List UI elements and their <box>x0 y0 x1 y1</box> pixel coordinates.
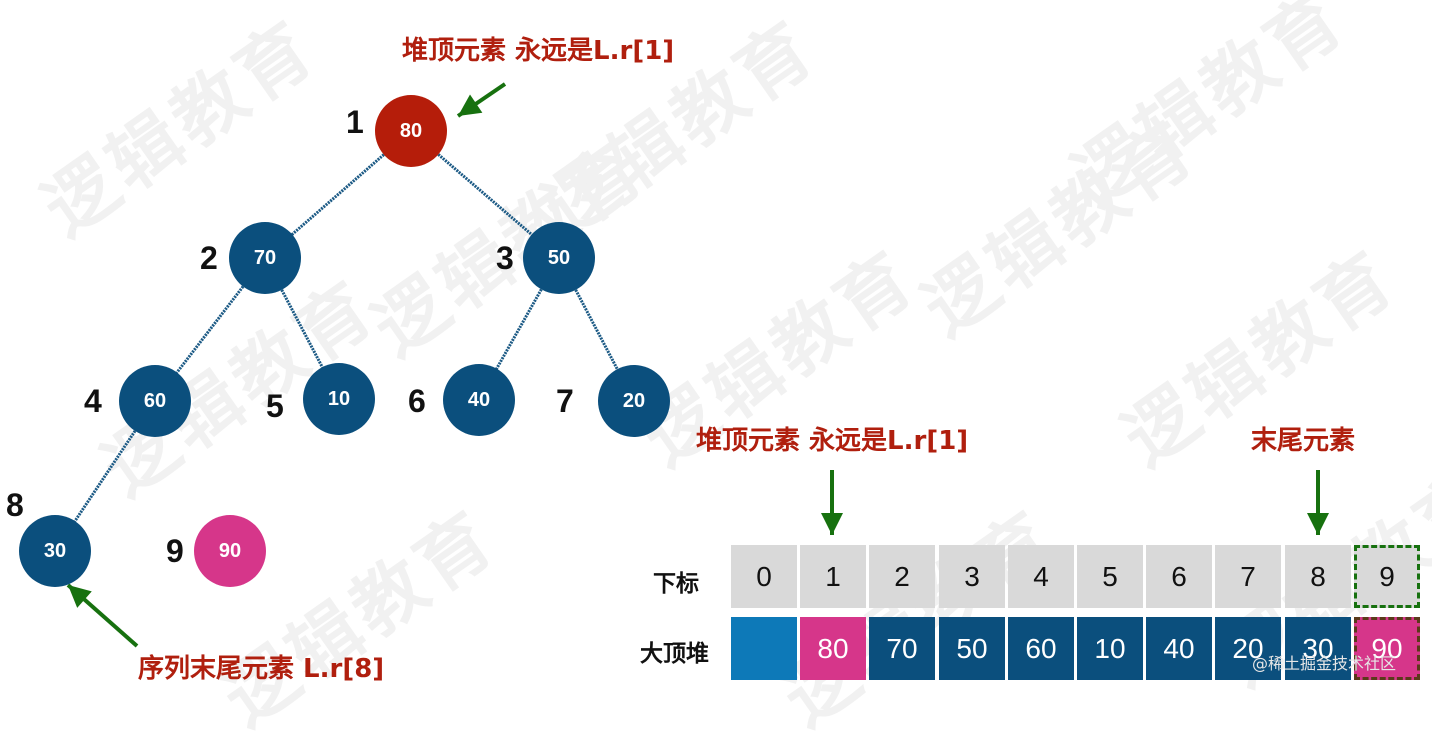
index-cell-5: 5 <box>1077 545 1143 608</box>
tree-node-8: 30 <box>19 515 91 587</box>
tree-node-index-8: 8 <box>6 487 24 523</box>
tail-annotation: 序列末尾元素 L.r[8] <box>138 654 385 684</box>
array-tail-annotation: 末尾元素 <box>1251 426 1356 456</box>
heap-cell-6: 40 <box>1146 617 1212 680</box>
tree-node-2: 70 <box>229 222 301 294</box>
root-pointer-arrow-head <box>458 94 483 116</box>
index-cell-1: 1 <box>800 545 866 608</box>
tree-node-9: 90 <box>194 515 266 587</box>
index-cell-3: 3 <box>939 545 1005 608</box>
tree-node-index-9: 9 <box>166 533 184 569</box>
heap-cell-3: 50 <box>939 617 1005 680</box>
tree-node-index-3: 3 <box>496 240 514 276</box>
tree-node-1: 80 <box>375 95 447 167</box>
tree-node-6: 40 <box>443 364 515 436</box>
tree-node-5: 10 <box>303 363 375 435</box>
heap-cell-1: 80 <box>800 617 866 680</box>
tree-node-index-2: 2 <box>200 240 218 276</box>
tail-pointer-arrow-head <box>68 585 92 608</box>
tree-node-4: 60 <box>119 365 191 437</box>
index-cell-9: 9 <box>1354 545 1420 608</box>
tree-edge <box>264 129 412 260</box>
heap-cell-7: 20 <box>1215 617 1281 680</box>
index-cell-2: 2 <box>869 545 935 608</box>
heap-cell-5: 10 <box>1077 617 1143 680</box>
index-cell-4: 4 <box>1008 545 1074 608</box>
tree-node-index-7: 7 <box>556 383 574 419</box>
heap-cell-2: 70 <box>869 617 935 680</box>
index-cell-7: 7 <box>1215 545 1281 608</box>
root-annotation: 堆顶元素 永远是L.r[1] <box>402 36 675 66</box>
array-root-annotation: 堆顶元素 永远是L.r[1] <box>696 426 969 456</box>
heap-cell-4: 60 <box>1008 617 1074 680</box>
tree-node-index-1: 1 <box>346 104 364 140</box>
heap-row-label: 大顶堆 <box>640 641 709 667</box>
tree-node-index-5: 5 <box>266 388 284 424</box>
array-root-pointer-arrow-head <box>821 513 843 535</box>
tree-node-index-6: 6 <box>408 383 426 419</box>
heap-cell-0 <box>731 617 797 680</box>
credit-text: @稀土掘金技术社区 <box>1252 654 1397 673</box>
index-cell-6: 6 <box>1146 545 1212 608</box>
index-cell-0: 0 <box>731 545 797 608</box>
heap-cell-8: 30 <box>1285 617 1351 680</box>
heap-diagram: 逻辑教育逻辑教育逻辑教育逻辑教育逻辑教育逻辑教育逻辑教育逻辑教育逻辑教育逻辑教育… <box>6 0 1432 742</box>
heap-cell-9: 90 <box>1354 617 1420 680</box>
index-cell-8: 8 <box>1285 545 1351 608</box>
array-tail-pointer-arrow-head <box>1307 513 1329 535</box>
tree-node-index-4: 4 <box>84 383 102 419</box>
tree-node-3: 50 <box>523 222 595 294</box>
index-row-label: 下标 <box>653 571 699 597</box>
tree-node-7: 20 <box>598 365 670 437</box>
